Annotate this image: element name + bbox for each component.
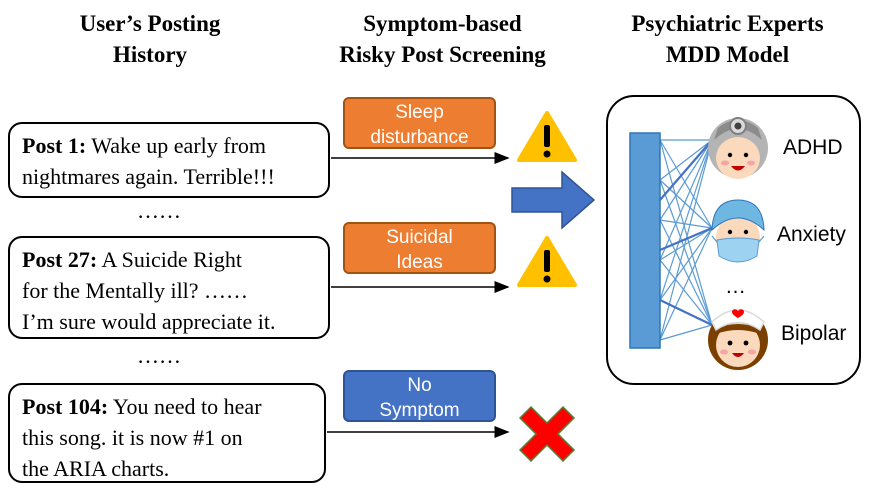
disease-label-adhd: ADHD xyxy=(783,136,843,159)
post-1-box: Post 1: Wake up early from nightmares ag… xyxy=(8,122,330,198)
experts-ellipsis: … xyxy=(725,275,746,298)
nurse-avatar-icon xyxy=(708,309,768,370)
post-104-text-3: the ARIA charts. xyxy=(22,456,170,481)
cross-icon xyxy=(518,405,576,463)
symptom-tag-2-line-2: Ideas xyxy=(396,252,443,273)
doctor-avatar-icon xyxy=(708,117,768,179)
post-1-text-2: nightmares again. Terrible!!! xyxy=(22,164,275,189)
warning-icon xyxy=(517,236,577,287)
big-arrow-icon xyxy=(511,170,596,230)
symptom-tag-2-line-1: Suicidal xyxy=(386,227,453,248)
warning-icon xyxy=(517,111,577,162)
mdd-model-box xyxy=(606,95,861,385)
post-27-box: Post 27: A Suicide Right for the Mentall… xyxy=(8,236,330,339)
history-title-line-2: History xyxy=(112,42,188,67)
post-104-text-1: You need to hear xyxy=(108,394,262,419)
post-27-line-1: Post 27: A Suicide Right xyxy=(22,244,316,275)
symptom-tag-suicidal-ideas: Suicidal Ideas xyxy=(343,222,496,274)
experts-title-line-1: Psychiatric Experts xyxy=(631,11,824,36)
post-104-line-1: Post 104: You need to hear xyxy=(22,391,312,422)
experts-title-line-2: MDD Model xyxy=(665,42,790,67)
post-1-line-1: Post 1: Wake up early from xyxy=(22,130,316,161)
disease-label-bipolar: Bipolar xyxy=(781,322,847,345)
post-104-text-2: this song. it is now #1 on xyxy=(22,425,243,450)
history-title-line-1: User’s Posting xyxy=(79,11,221,36)
screening-title-line-1: Symptom-based xyxy=(363,11,522,36)
post-1-label: Post 1: xyxy=(22,133,87,158)
screening-title: Symptom-based Risky Post Screening xyxy=(315,8,570,70)
experts-title: Psychiatric Experts MDD Model xyxy=(600,8,855,70)
ellipsis-1: …… xyxy=(137,198,181,223)
symptom-tag-1-line-2: disturbance xyxy=(370,127,469,148)
disease-label-anxiety: Anxiety xyxy=(777,223,846,246)
symptom-tag-no-symptom: No Symptom xyxy=(343,370,496,422)
history-title: User’s Posting History xyxy=(40,8,260,70)
symptom-tag-3-line-1: No xyxy=(407,375,432,396)
post-1-text-1: Wake up early from xyxy=(86,133,267,158)
symptom-tag-3-line-2: Symptom xyxy=(379,400,460,421)
post-27-text-1: A Suicide Right xyxy=(97,247,243,272)
post-27-label: Post 27: xyxy=(22,247,98,272)
screening-title-line-2: Risky Post Screening xyxy=(339,42,546,67)
surgeon-avatar-icon xyxy=(711,199,765,263)
model-bar xyxy=(629,132,661,349)
symptom-tag-sleep-disturbance: Sleep disturbance xyxy=(343,97,496,149)
symptom-tag-1-line-1: Sleep xyxy=(395,102,444,123)
post-27-text-3: I’m sure would appreciate it. xyxy=(22,309,276,334)
post-104-label: Post 104: xyxy=(22,394,109,419)
ellipsis-2: …… xyxy=(137,343,181,368)
post-27-text-2: for the Mentally ill? …… xyxy=(22,278,249,303)
model-connections-strong xyxy=(659,139,713,326)
post-104-box: Post 104: You need to hear this song. it… xyxy=(8,383,326,483)
